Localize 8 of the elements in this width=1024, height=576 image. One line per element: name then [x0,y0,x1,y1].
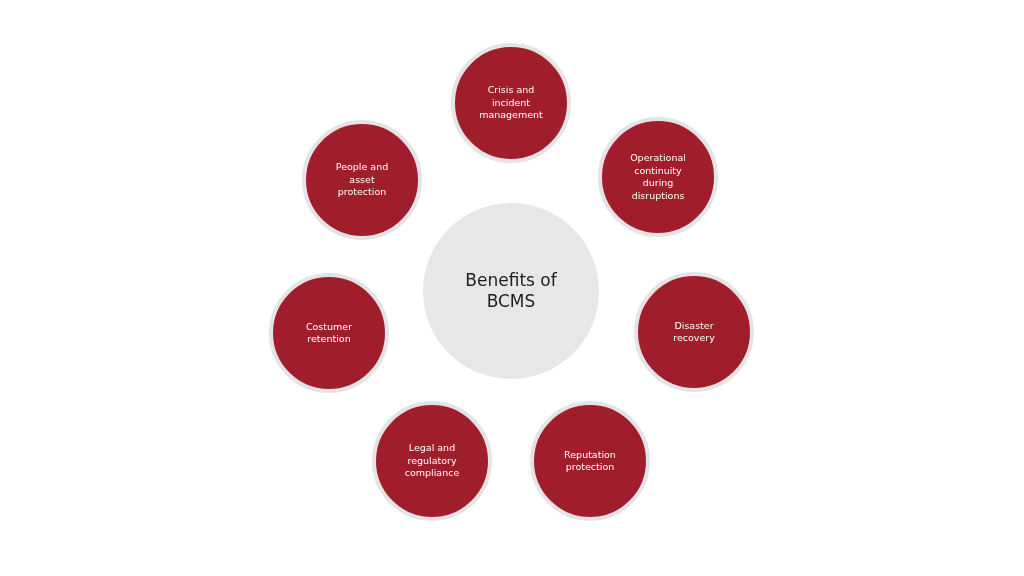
benefit-label: Reputation protection [563,448,617,474]
benefit-label: Legal and regulatory compliance [403,442,461,480]
benefit-label: Disaster recovery [672,319,716,345]
benefit-label: Operational continuity during disruptions [629,152,687,202]
benefit-label: People and asset protection [334,161,390,199]
center-title: Benefits of BCMS [464,270,558,312]
benefit-label: Costumer retention [304,320,354,346]
benefit-label: Crisis and incident management [478,84,544,122]
